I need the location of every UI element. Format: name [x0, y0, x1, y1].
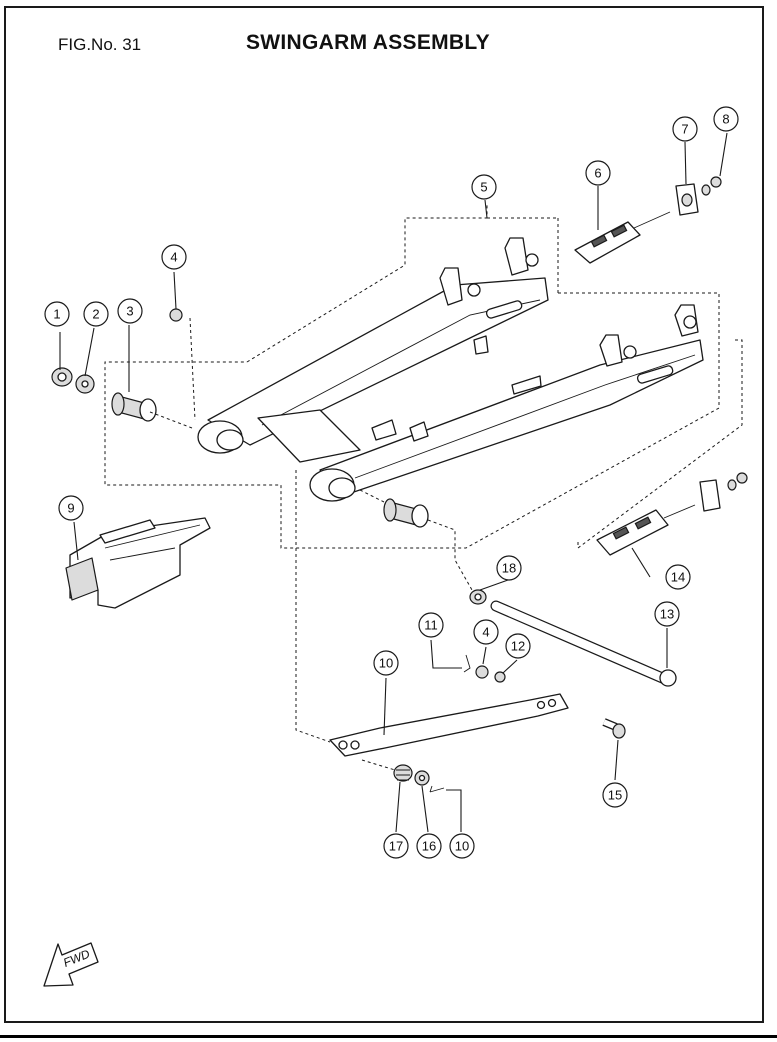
callout-12: 12 — [505, 633, 531, 659]
callout-18: 18 — [496, 555, 522, 581]
part-bolt-15 — [602, 718, 626, 739]
part-bushing-3 — [111, 392, 157, 422]
part-chain-adjuster-14 — [596, 472, 748, 556]
svg-text:4: 4 — [170, 250, 177, 265]
callout-6: 6 — [585, 160, 611, 186]
part-axle-13 — [490, 600, 677, 687]
part-torque-rod-10 — [329, 693, 569, 757]
drawing-frame — [4, 6, 764, 1023]
bottom-rule — [0, 1035, 777, 1038]
callout-15: 15 — [602, 782, 628, 808]
svg-text:8: 8 — [722, 112, 729, 127]
svg-text:17: 17 — [389, 839, 403, 854]
part-nut-4 — [169, 308, 183, 322]
callout-4b: 4 — [473, 619, 499, 645]
svg-text:7: 7 — [681, 122, 688, 137]
callout-11: 11 — [418, 612, 444, 638]
svg-text:10: 10 — [379, 656, 393, 671]
svg-text:15: 15 — [608, 788, 622, 803]
svg-text:4: 4 — [482, 625, 489, 640]
part-nut-8a — [701, 184, 711, 196]
callout-10b: 10 — [449, 833, 475, 859]
part-nut-17 — [393, 764, 413, 782]
callout-8: 8 — [713, 106, 739, 132]
fwd-arrow-icon: FWD — [43, 942, 99, 987]
callout-3: 3 — [117, 298, 143, 324]
callout-7: 7 — [672, 116, 698, 142]
diagram-title: SWINGARM ASSEMBLY — [246, 31, 490, 54]
callout-1: 1 — [44, 301, 70, 327]
svg-text:3: 3 — [126, 304, 133, 319]
callout-14: 14 — [665, 564, 691, 590]
svg-text:12: 12 — [511, 639, 525, 654]
callout-2: 2 — [83, 301, 109, 327]
part-chain-adjuster-6 — [574, 211, 671, 264]
figure-number: FIG.No. 31 — [58, 35, 142, 54]
svg-text:9: 9 — [67, 501, 74, 516]
group-outline-adjuster — [577, 339, 743, 549]
part-adjuster-plate-7 — [675, 183, 699, 216]
callout-9: 9 — [58, 495, 84, 521]
leader-lines — [59, 132, 728, 833]
svg-text:2: 2 — [92, 307, 99, 322]
part-pin-10 — [429, 785, 445, 793]
part-bushing-lower — [383, 498, 429, 528]
part-nut-4b — [475, 665, 489, 679]
svg-text:5: 5 — [480, 180, 487, 195]
callout-17: 17 — [383, 833, 409, 859]
svg-text:13: 13 — [660, 607, 674, 622]
part-washer-12 — [494, 671, 506, 683]
part-nut-8b — [710, 176, 722, 188]
svg-text:14: 14 — [671, 570, 685, 585]
svg-text:1: 1 — [53, 307, 60, 322]
swingarm-body — [197, 237, 704, 502]
part-chain-guard-9 — [65, 517, 211, 609]
part-nut-1 — [51, 367, 73, 387]
callout-13: 13 — [654, 601, 680, 627]
svg-text:18: 18 — [502, 561, 516, 576]
svg-text:10: 10 — [455, 839, 469, 854]
callout-10a: 10 — [373, 650, 399, 676]
svg-text:11: 11 — [424, 618, 438, 633]
svg-text:16: 16 — [422, 839, 436, 854]
svg-text:6: 6 — [594, 166, 601, 181]
part-washer-2 — [75, 374, 95, 394]
callout-5: 5 — [471, 174, 497, 200]
callout-4: 4 — [161, 244, 187, 270]
callout-16: 16 — [416, 833, 442, 859]
part-cotter-pin-11 — [463, 654, 471, 673]
